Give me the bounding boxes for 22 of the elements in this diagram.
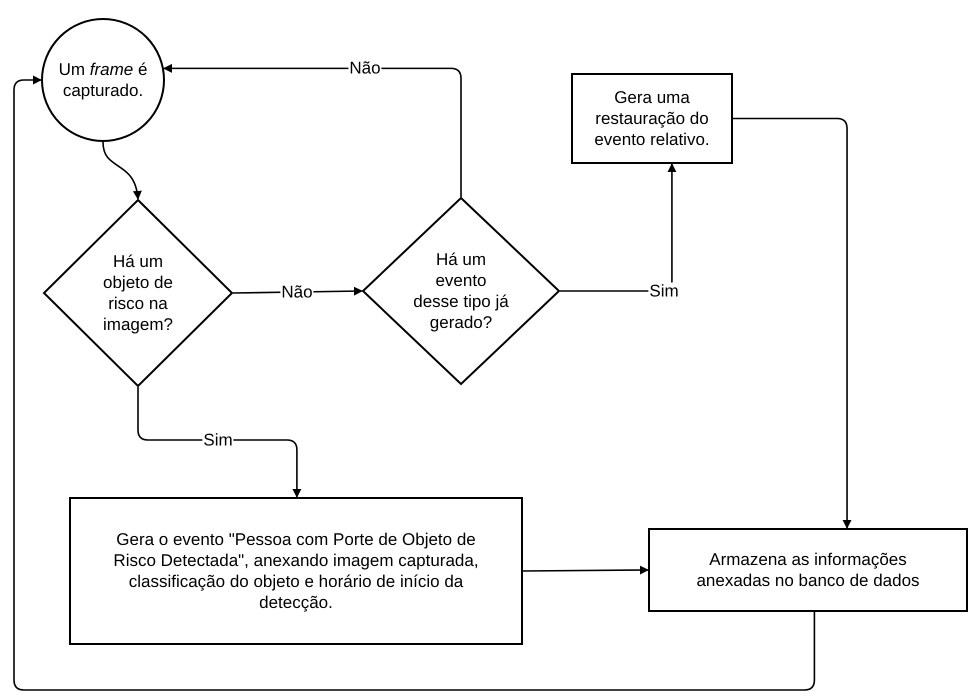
node-text: Um frame é capturado. xyxy=(58,58,148,102)
decision-diamond xyxy=(362,197,560,385)
process-box xyxy=(571,73,733,164)
node-text: Gera o evento "Pessoa com Porte de Objeto de Risco Detectada", anexando imagem capturada, classificação do objeto e horário de início da detecção. xyxy=(112,528,480,614)
edge-label: Sim xyxy=(648,282,680,300)
arrow xyxy=(102,142,142,200)
start-circle xyxy=(41,18,165,142)
node-text: Armazena as informações anexadas no banco de dados xyxy=(695,548,921,592)
arrow xyxy=(560,163,676,292)
edge-label: Não xyxy=(348,60,382,77)
process-box xyxy=(648,528,968,612)
edge-label: Sim xyxy=(202,432,234,448)
node-text: Há um objeto de risco na imagem? xyxy=(102,250,174,336)
edge-label: Não xyxy=(280,284,314,300)
node-text: Há um evento desse tipo já gerado? xyxy=(412,248,510,334)
arrow xyxy=(163,64,462,197)
arrow xyxy=(733,118,852,529)
arrow xyxy=(13,76,816,691)
arrow xyxy=(523,566,649,575)
node-text: Gera uma restauração do evento relativo. xyxy=(593,86,711,150)
process-box xyxy=(69,497,523,645)
decision-diamond xyxy=(43,199,233,387)
